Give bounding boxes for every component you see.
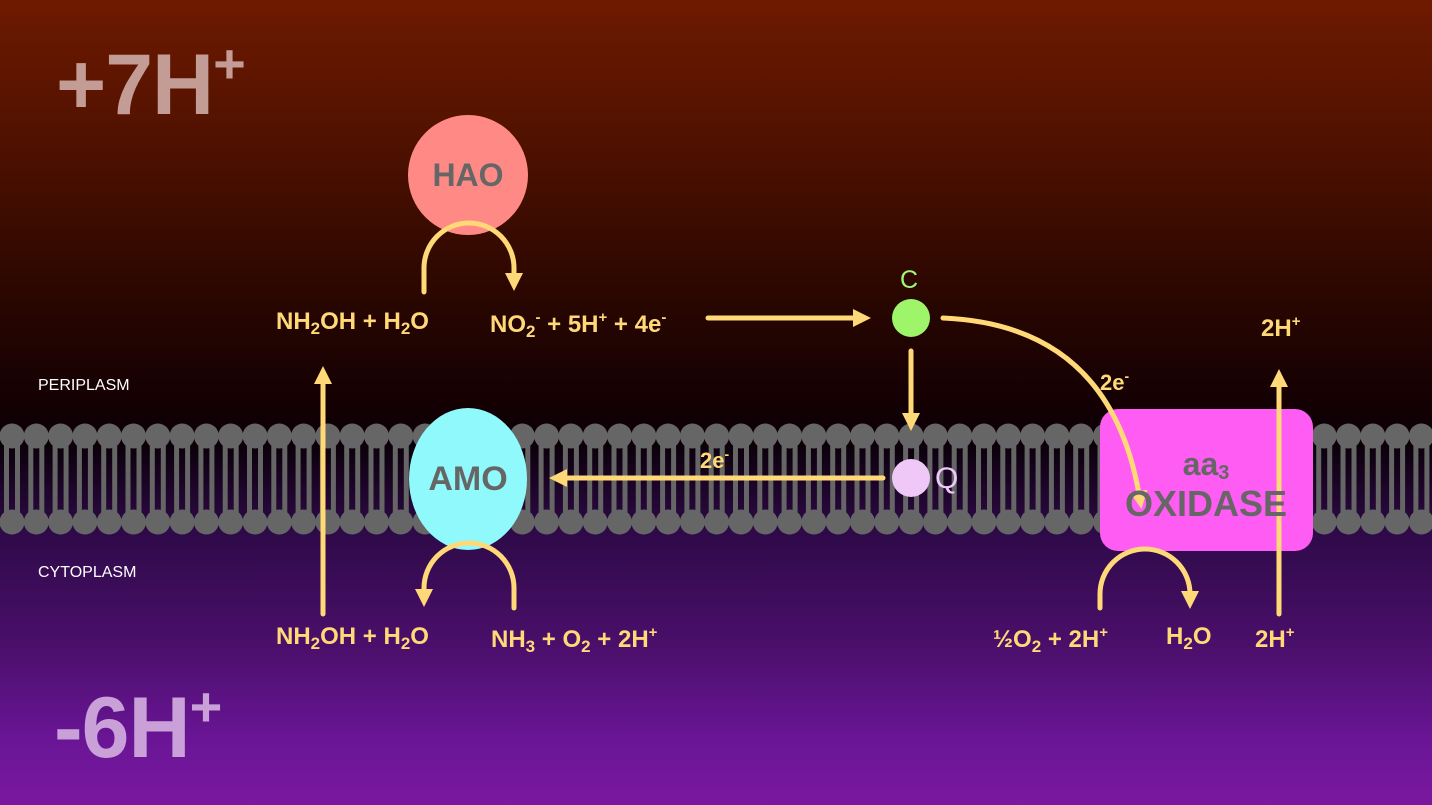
electron-label-q-to-amo: 2e- bbox=[700, 446, 730, 473]
oxidase-product-formula: H2O bbox=[1166, 623, 1212, 653]
aa3-oxidase-enzyme bbox=[1100, 409, 1313, 551]
quinone-carrier bbox=[892, 459, 930, 497]
electron-label-c-to-oxidase: 2e- bbox=[1100, 368, 1130, 395]
oxidase-proton-out-formula: 2H+ bbox=[1261, 313, 1301, 342]
phospholipid bbox=[315, 423, 341, 535]
phospholipid bbox=[922, 423, 948, 535]
phospholipid bbox=[364, 423, 389, 535]
periplasm-proton-balance: +7H+ bbox=[56, 32, 246, 133]
phospholipid bbox=[145, 423, 171, 535]
phospholipid bbox=[72, 423, 98, 535]
phospholipid bbox=[218, 423, 244, 535]
hao-enzyme bbox=[408, 115, 528, 235]
phospholipid bbox=[96, 423, 122, 535]
hao-label: HAO bbox=[432, 157, 504, 193]
phospholipid bbox=[1020, 423, 1046, 535]
oxidase-label: OXIDASE bbox=[1124, 483, 1288, 524]
amo-enzyme bbox=[409, 408, 527, 550]
cytochrome-c-carrier bbox=[892, 299, 930, 337]
phospholipid bbox=[266, 423, 292, 535]
phospholipid bbox=[121, 423, 146, 535]
periplasm-label: PERIPLASM bbox=[38, 377, 130, 394]
quinone-label: Q bbox=[935, 462, 959, 495]
phospholipid bbox=[1311, 423, 1337, 535]
phospholipid bbox=[971, 423, 997, 535]
cytoplasm-label: CYTOPLASM bbox=[38, 564, 137, 581]
oxidase-substrate-formula: ½O2 + 2H+ bbox=[993, 624, 1108, 656]
phospholipid bbox=[388, 423, 414, 535]
phospholipid bbox=[242, 423, 268, 535]
phospholipid bbox=[947, 423, 973, 535]
phospholipid bbox=[1044, 423, 1070, 535]
phospholipid bbox=[0, 423, 25, 535]
phospholipid bbox=[169, 423, 195, 535]
phospholipid bbox=[291, 423, 317, 535]
amo-label: AMO bbox=[428, 460, 508, 498]
phospholipid bbox=[339, 423, 365, 535]
phospholipid bbox=[193, 423, 219, 535]
phospholipid bbox=[534, 423, 560, 535]
phospholipid bbox=[1068, 423, 1094, 535]
oxidase-reaction-arrow bbox=[1097, 546, 1199, 611]
amo-reaction-arrow bbox=[415, 540, 517, 611]
cytoplasm-proton-balance: -6H+ bbox=[54, 675, 222, 776]
hao-substrate-formula: NH2OH + H2O bbox=[276, 308, 429, 338]
phospholipid bbox=[995, 423, 1021, 535]
phospholipid bbox=[23, 423, 49, 535]
cytochrome-c-label: C bbox=[900, 266, 919, 294]
phospholipid bbox=[48, 423, 74, 535]
amo-product-formula: NH2OH + H2O bbox=[276, 623, 429, 653]
hao-reaction-arrow bbox=[421, 220, 523, 295]
phospholipid bbox=[1336, 423, 1361, 535]
c-to-oxidase-arrow bbox=[940, 315, 1148, 509]
amo-substrate-formula: NH3 + O2 + 2H+ bbox=[491, 624, 658, 656]
oxidase-proton-in-formula: 2H+ bbox=[1255, 624, 1295, 653]
phospholipid bbox=[1408, 423, 1432, 535]
phospholipid bbox=[1384, 423, 1410, 535]
oxidase-type-label: aa3 bbox=[1182, 446, 1230, 484]
phospholipid bbox=[1360, 423, 1386, 535]
hao-product-formula: NO2- + 5H+ + 4e- bbox=[490, 309, 667, 341]
